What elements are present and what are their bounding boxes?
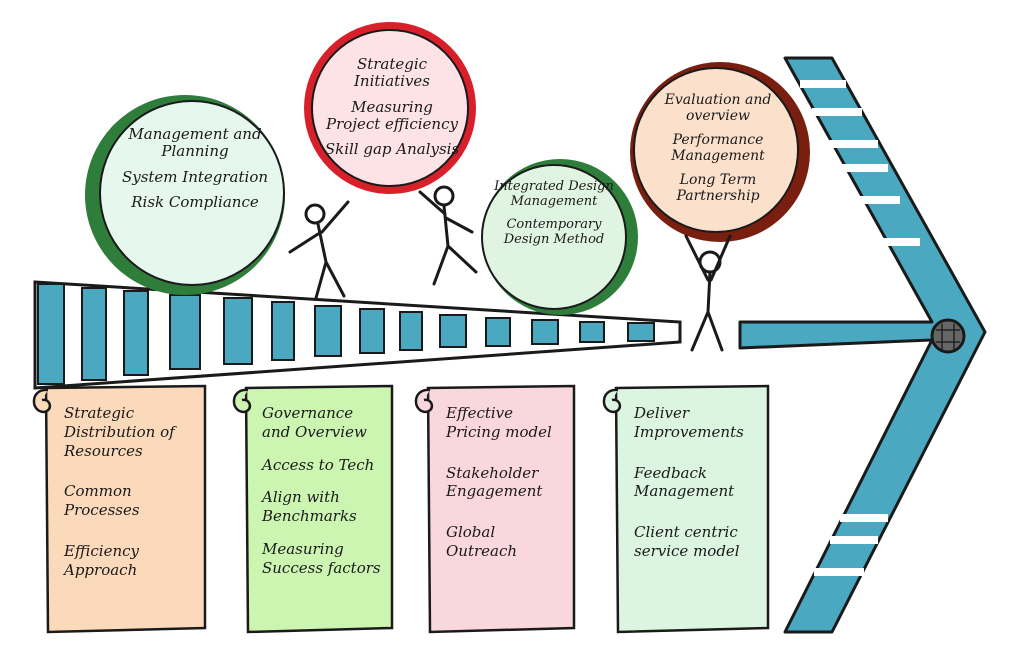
arrow-hub	[930, 318, 966, 354]
scroll-item: Strategic Distribution of Resources	[64, 404, 175, 460]
scroll-pricing	[414, 384, 576, 634]
circle-label: Long Term Partnership	[676, 172, 760, 205]
scroll-item: Measuring Success factors	[262, 539, 381, 577]
circle-label: Evaluation and overview	[664, 92, 772, 125]
circle-integrated	[481, 159, 638, 315]
track-segment	[359, 308, 385, 354]
scroll-governance	[232, 384, 394, 634]
track-segment	[579, 321, 605, 343]
track-segment	[37, 283, 65, 385]
track-segment	[439, 314, 467, 348]
track-segment	[123, 290, 149, 376]
circle-label: Contemporary Design Method	[503, 216, 605, 247]
track-segment	[223, 297, 253, 365]
scroll-item: Align with Benchmarks	[262, 488, 357, 525]
scroll-item: Effective Pricing model	[446, 404, 552, 441]
track-segment	[271, 301, 295, 361]
scroll-resources	[32, 384, 207, 634]
scroll-item: Common Processes	[64, 482, 140, 519]
circle-integrated-text: Integrated Design Management Contemporar…	[488, 179, 620, 256]
stick-figure	[288, 200, 350, 300]
circle-evaluation-text: Evaluation and overview Performance Mana…	[648, 92, 788, 213]
scroll-pricing-text: Effective Pricing model Stakeholder Enga…	[446, 404, 568, 583]
scroll-deliver	[602, 384, 770, 634]
circle-label: Measuring Project efficiency	[326, 97, 458, 133]
scroll-item: Global Outreach	[446, 523, 518, 560]
scroll-resources-text: Strategic Distribution of Resources Comm…	[64, 404, 194, 601]
scroll-item: Stakeholder Engagement	[446, 463, 543, 501]
track-segment	[169, 294, 201, 370]
circle-label: Integrated Design Management	[494, 179, 614, 209]
circle-strategic	[304, 22, 476, 194]
scroll-item: Access to Tech	[262, 455, 375, 474]
scroll-governance-text: Governance and Overview Access to Tech A…	[262, 404, 386, 599]
scroll-item: Feedback Management	[634, 463, 735, 501]
scroll-item: Efficiency Approach	[64, 541, 139, 579]
circle-label: Strategic Initiatives	[353, 55, 431, 91]
stick-figure	[418, 185, 478, 286]
timeline-track	[33, 280, 682, 390]
track-segment	[314, 305, 342, 357]
chevron-arrow	[738, 56, 987, 634]
circle-label: Skill gap Analysis	[324, 140, 460, 158]
scroll-item: Client centric service model	[634, 523, 740, 560]
circle-label: Risk Compliance	[131, 192, 259, 211]
track-segment	[627, 322, 655, 342]
scroll-item: Governance and Overview	[262, 404, 367, 441]
circle-management-text: Management and Planning System Integrati…	[112, 125, 278, 219]
track-segment	[531, 319, 559, 345]
track-segment	[485, 317, 511, 347]
circle-label: Management and Planning	[128, 125, 262, 161]
scroll-deliver-text: Deliver Improvements Feedback Management…	[634, 404, 762, 583]
track-segment	[81, 287, 107, 381]
circle-label: Performance Management	[671, 132, 765, 165]
stick-figure	[684, 234, 732, 352]
circle-label: System Integration	[121, 167, 269, 186]
track-segment	[399, 311, 423, 351]
circle-evaluation	[630, 62, 810, 242]
circle-strategic-text: Strategic Initiatives Measuring Project …	[322, 55, 462, 166]
circle-management	[85, 95, 285, 295]
scroll-item: Deliver Improvements	[634, 404, 744, 441]
